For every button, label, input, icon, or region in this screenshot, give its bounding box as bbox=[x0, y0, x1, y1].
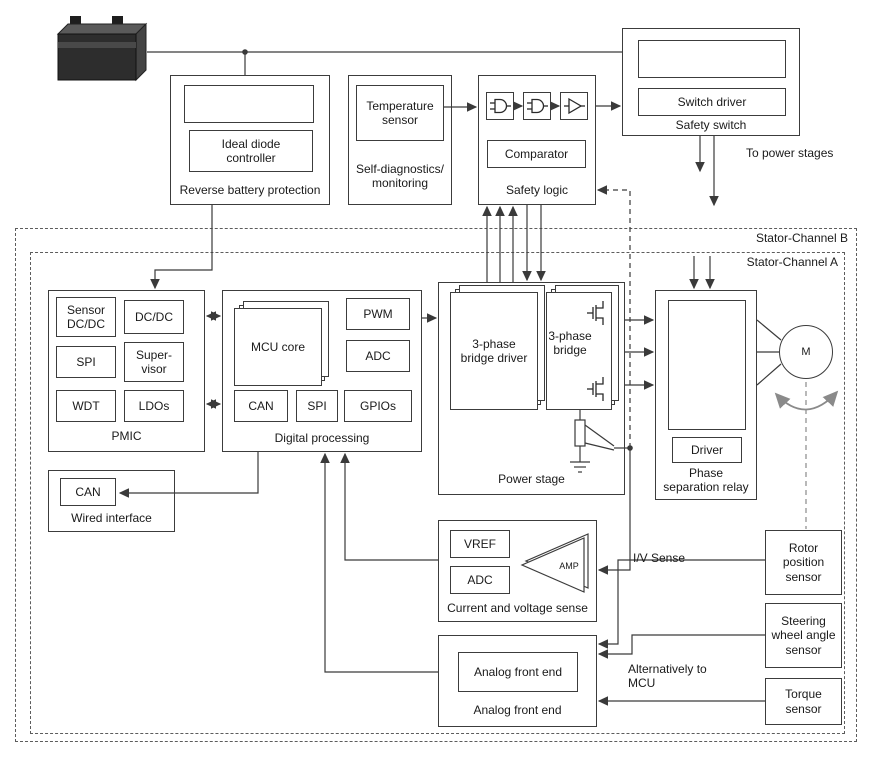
iv-sense-label: I/V Sense bbox=[633, 551, 686, 565]
wire-relay-motor-3 bbox=[756, 363, 782, 386]
supervisor-box: Super- visor bbox=[124, 342, 184, 382]
and-gate-icon-2 bbox=[523, 92, 551, 120]
mosfet-icon-high bbox=[587, 301, 604, 325]
wire-iv-sense bbox=[597, 448, 631, 575]
wire-rotor-to-afe bbox=[597, 559, 765, 649]
safety-switch-box bbox=[622, 28, 800, 136]
wire-afe-to-dp bbox=[320, 452, 438, 673]
analog-front-end-inner-box: Analog front end bbox=[458, 652, 578, 692]
stator-channel-a-box bbox=[30, 252, 845, 734]
wired-can-box: CAN bbox=[60, 478, 116, 506]
dp-can-box: CAN bbox=[234, 390, 288, 422]
digital-processing-box bbox=[222, 290, 422, 452]
comparator-box: Comparator bbox=[487, 140, 586, 168]
pwm-box: PWM bbox=[346, 298, 410, 330]
relay-blank-box bbox=[668, 300, 746, 430]
bridge-label: 3-phase bridge bbox=[548, 329, 592, 358]
wire-dp-to-can bbox=[118, 452, 259, 498]
current-voltage-sense-box bbox=[438, 520, 597, 622]
ldos-box: LDOs bbox=[124, 390, 184, 422]
sensor-dcdc-box: Sensor DC/DC bbox=[56, 297, 116, 337]
phase-separation-relay-label: Phase separation relay bbox=[663, 466, 749, 495]
amplifier-icon: AMP bbox=[512, 528, 592, 598]
mosfet-icon-low bbox=[587, 377, 604, 401]
motor-label: M bbox=[801, 346, 811, 358]
safety-switch-blank-box bbox=[638, 40, 786, 78]
vref-box: VREF bbox=[450, 530, 510, 558]
relay-driver-box: Driver bbox=[672, 437, 742, 463]
wire-steering-to-afe bbox=[597, 634, 765, 659]
bridge-driver-box: 3-phase bridge driver bbox=[450, 292, 538, 410]
phase-separation-relay-box bbox=[655, 290, 757, 500]
stator-channel-b-box bbox=[15, 228, 857, 742]
mcu-core-box: MCU core bbox=[234, 308, 322, 386]
dp-adc-box: ADC bbox=[346, 340, 410, 372]
motor-icon: M bbox=[779, 325, 833, 379]
sense-tap-top bbox=[584, 424, 615, 447]
alternatively-to-mcu-label: Alternatively to MCU bbox=[628, 662, 707, 691]
power-stage-label: Power stage bbox=[498, 472, 565, 486]
dcdc-box: DC/DC bbox=[124, 300, 184, 334]
wdt-box: WDT bbox=[56, 390, 116, 422]
buffer-gate-icon bbox=[560, 92, 588, 120]
battery-icon bbox=[50, 12, 150, 90]
sense-tap-bottom bbox=[584, 442, 615, 451]
reverse-battery-protection-box bbox=[170, 75, 330, 205]
analog-front-end-box bbox=[438, 635, 597, 727]
rotor-position-sensor-box: Rotor position sensor bbox=[765, 530, 842, 595]
bridge-box: 3-phase bridge bbox=[546, 292, 612, 410]
stator-channel-a-label: Stator-Channel A bbox=[746, 255, 838, 269]
cvs-adc-box: ADC bbox=[450, 566, 510, 594]
safety-logic-box bbox=[478, 75, 596, 205]
wire-cvs-to-dp bbox=[340, 452, 438, 561]
steering-wheel-angle-sensor-box: Steering wheel angle sensor bbox=[765, 603, 842, 668]
current-voltage-sense-label: Current and voltage sense bbox=[447, 601, 588, 615]
analog-front-end-label: Analog front end bbox=[473, 703, 562, 717]
dp-spi-box: SPI bbox=[296, 390, 338, 422]
reverse-battery-protection-label: Reverse battery protection bbox=[179, 183, 321, 197]
pmic-box bbox=[48, 290, 205, 452]
stator-channel-b-label: Stator-Channel B bbox=[755, 231, 848, 245]
self-diagnostics-label: Self-diagnostics/ monitoring bbox=[355, 162, 445, 191]
safety-switch-label: Safety switch bbox=[675, 118, 747, 132]
pmic-label: PMIC bbox=[111, 429, 142, 443]
and-gate-icon bbox=[486, 92, 514, 120]
torque-sensor-box: Torque sensor bbox=[765, 678, 842, 725]
digital-processing-label: Digital processing bbox=[274, 431, 370, 445]
temperature-sensor-box: Temperature sensor bbox=[356, 85, 444, 141]
to-power-stages-label: To power stages bbox=[746, 146, 834, 160]
wired-interface-box bbox=[48, 470, 175, 532]
reverse-battery-blank-box bbox=[184, 85, 314, 123]
wire-monitor-feedback bbox=[596, 185, 631, 448]
wire-rbp-to-pmic bbox=[150, 205, 213, 290]
gpios-box: GPIOs bbox=[344, 390, 412, 422]
pmic-spi-box: SPI bbox=[56, 346, 116, 378]
wire-relay-motor-1 bbox=[756, 319, 782, 341]
self-diagnostics-box bbox=[348, 75, 452, 205]
amp-label: AMP bbox=[559, 561, 579, 571]
ideal-diode-controller-box: Ideal diode controller bbox=[189, 130, 313, 172]
switch-driver-box: Switch driver bbox=[638, 88, 786, 116]
power-stage-box bbox=[438, 282, 625, 495]
wired-interface-label: Wired interface bbox=[71, 511, 152, 525]
safety-logic-label: Safety logic bbox=[505, 183, 569, 197]
